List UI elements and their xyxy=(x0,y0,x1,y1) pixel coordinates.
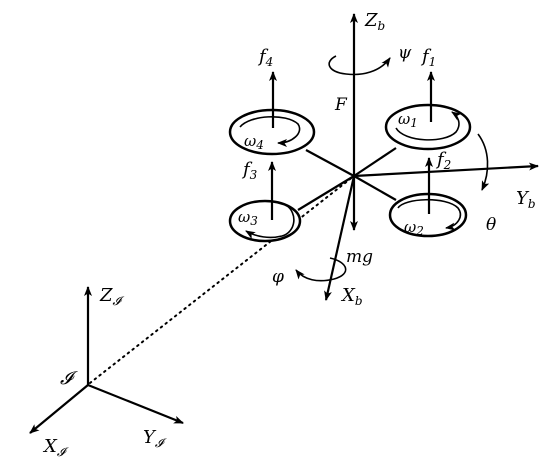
arm-3 xyxy=(297,175,355,211)
quadrotor-arms xyxy=(297,147,397,211)
inertial-x-axis xyxy=(29,384,89,434)
body-y-axis xyxy=(353,162,539,178)
inertial-frame: 𝓘 Z𝓘 X𝓘 Y𝓘 xyxy=(29,285,184,459)
omega-1-label: ω1 xyxy=(398,110,418,130)
rotor-3-spin-arrow xyxy=(245,204,295,240)
omega-2-label: ω2 xyxy=(404,218,424,238)
arm-4 xyxy=(305,149,355,177)
roll-arrow xyxy=(295,257,347,282)
rotor-3: ω3 xyxy=(228,199,302,243)
rotor-1: ω1 xyxy=(384,103,472,151)
rotor-2: ω2 xyxy=(388,192,468,238)
omega-3-label: ω3 xyxy=(238,208,258,228)
yaw-arrow xyxy=(328,55,391,76)
rotor-1-disc xyxy=(384,103,472,151)
inertial-origin-label: 𝓘 xyxy=(60,368,78,389)
position-vector xyxy=(89,175,355,384)
f2-label: f2 xyxy=(435,149,451,172)
rotation-angles: ψ θ φ xyxy=(272,43,496,287)
f3-label: f3 xyxy=(241,159,258,182)
pitch-label: θ xyxy=(486,215,496,235)
body-z-label: Zb xyxy=(364,10,385,33)
inertial-y-label: Y𝓘 xyxy=(143,427,167,450)
f1-label: f1 xyxy=(420,46,436,69)
body-x-label: Xb xyxy=(340,285,363,308)
rotor-1-spin-arrow xyxy=(395,111,462,141)
inertial-z-label: Z𝓘 xyxy=(99,285,125,308)
body-y-label: Yb xyxy=(516,188,536,211)
f4-label: f4 xyxy=(257,46,273,69)
gravity-label: mg xyxy=(346,247,373,267)
inertial-y-axis xyxy=(87,383,184,425)
body-frame: Zb Yb Xb F mg xyxy=(324,10,539,308)
yaw-label: ψ xyxy=(398,43,412,63)
arm-2 xyxy=(353,175,397,201)
rotor-2-spin-arrow xyxy=(397,198,462,231)
pitch-arrow xyxy=(477,133,490,191)
thrust-label: F xyxy=(334,95,348,115)
arm-1 xyxy=(353,147,397,177)
roll-label: φ xyxy=(272,267,284,287)
omega-4-label: ω4 xyxy=(244,132,264,152)
inertial-x-label: X𝓘 xyxy=(42,436,69,459)
rotor-4-spin-arrow xyxy=(239,115,301,147)
